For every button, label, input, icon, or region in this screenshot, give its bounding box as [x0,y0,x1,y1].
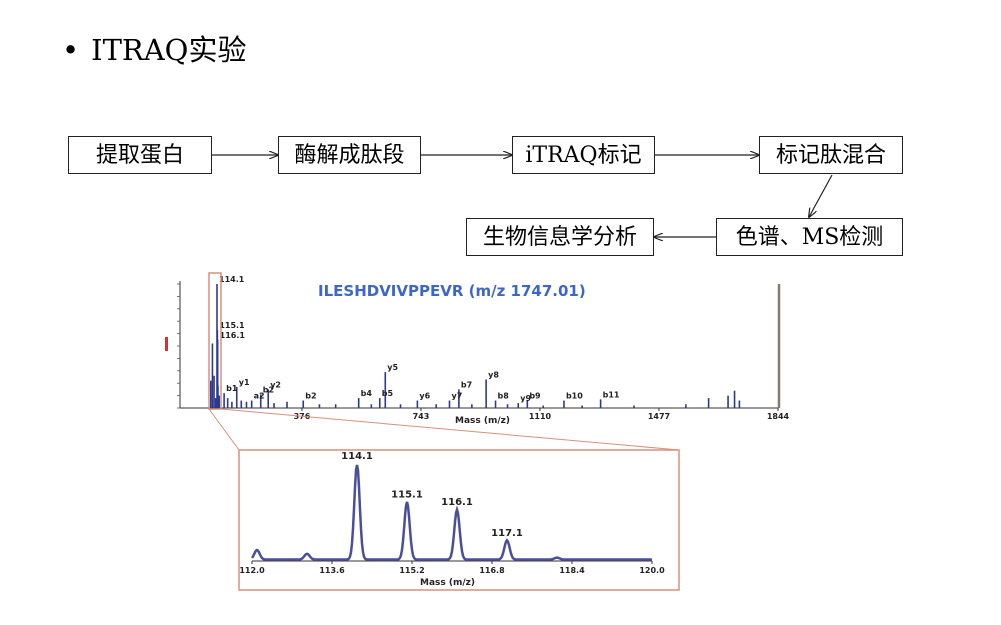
inset-x-label: Mass (m/z) [420,578,475,588]
main-peak-label-17: y9 [520,394,531,403]
main-peak-label-20: b11 [603,390,620,399]
spectrum-title: ILESHDVIVPPEVR (m/z 1747.01) [318,282,586,300]
step-mix-labeled-peptides: 标记肽混合 [759,136,903,174]
step-lc-ms-detection: 色谱、MS检测 [716,218,903,256]
y-axis-red-label [165,337,168,351]
main-x-label: Mass (m/z) [455,416,510,426]
inset-x-tick-label-4: 118.4 [559,566,585,575]
main-peak-label-1: 115.1 [219,321,245,330]
main-peak-label-18: b9 [529,392,541,401]
main-peak-label-6: b2 [263,385,274,394]
inset-x-tick-label-5: 120.0 [639,566,665,575]
zoom-inset: 112.0 113.6 115.2 116.8 118.4 120.0 114.1 115.… [238,449,680,591]
main-x-tick-label-3: 1477 [648,412,670,421]
inset-peak-label-3: 115.1 [391,489,423,500]
main-x-tick-label-1: 743 [413,412,430,421]
step-digest-peptides: 酶解成肽段 [278,136,421,174]
zoom-connector-left [208,408,240,451]
main-spectrum: ILESHDVIVPPEVR (m/z 1747.01) 37674311101… [165,272,790,426]
main-peaks [210,284,741,408]
main-peak-label-0: 114.1 [219,275,245,284]
main-peak-label-5: a2 [254,392,265,401]
slide-title: • ITRAQ实验 [62,30,246,70]
main-peak-label-13: y7 [451,392,462,401]
main-peak-label-7: y2 [270,380,281,389]
zoom-connector-right [220,408,680,451]
main-peak-label-14: b7 [461,380,472,389]
main-peak-label-3: b1 [226,384,238,393]
main-peak-label-16: b8 [498,392,510,401]
inset-peak-label-5: 117.1 [491,528,523,539]
main-x-tick-label-2: 1110 [529,412,552,421]
main-x-tick-label-4: 1844 [767,412,790,421]
inset-x-tick-label-2: 115.2 [399,566,424,575]
title-bullet: • [62,33,80,67]
step-bioinformatics: 生物信息学分析 [466,218,654,256]
main-peak-label-9: b4 [361,389,373,398]
main-x-ticks: 376743111014771844 [294,408,790,421]
main-peak-label-11: y5 [387,363,398,372]
arrow-4-5 [809,174,833,217]
main-peak-label-4: y1 [239,378,250,387]
main-peak-label-15: y8 [488,370,499,379]
inset-x-tick-label-1: 113.6 [319,566,345,575]
inset-x-tick-label-3: 116.8 [479,566,505,575]
step-itraq-labeling: iTRAQ标记 [512,136,655,174]
main-peak-label-8: b2 [305,392,316,401]
inset-x-tick-label-0: 112.0 [239,566,265,575]
step-extract-protein: 提取蛋白 [68,136,212,174]
main-peak-label-12: y6 [419,392,430,401]
inset-peak-label-2: 114.1 [341,451,373,462]
main-peak-label-19: b10 [566,392,583,401]
inset-peak-labels: 114.1 115.1 116.1 117.1 [341,451,523,539]
zoom-highlight [208,272,222,410]
inset-peak-label-4: 116.1 [441,497,473,508]
main-peak-label-2: 116.1 [220,331,246,340]
main-y-ticks [177,283,180,409]
main-peak-label-10: b5 [382,389,394,398]
inset-spectrum-curve [250,464,652,561]
title-text: ITRAQ实验 [91,33,247,67]
inset-x-ticks: 112.0 113.6 115.2 116.8 118.4 120.0 [239,561,665,575]
